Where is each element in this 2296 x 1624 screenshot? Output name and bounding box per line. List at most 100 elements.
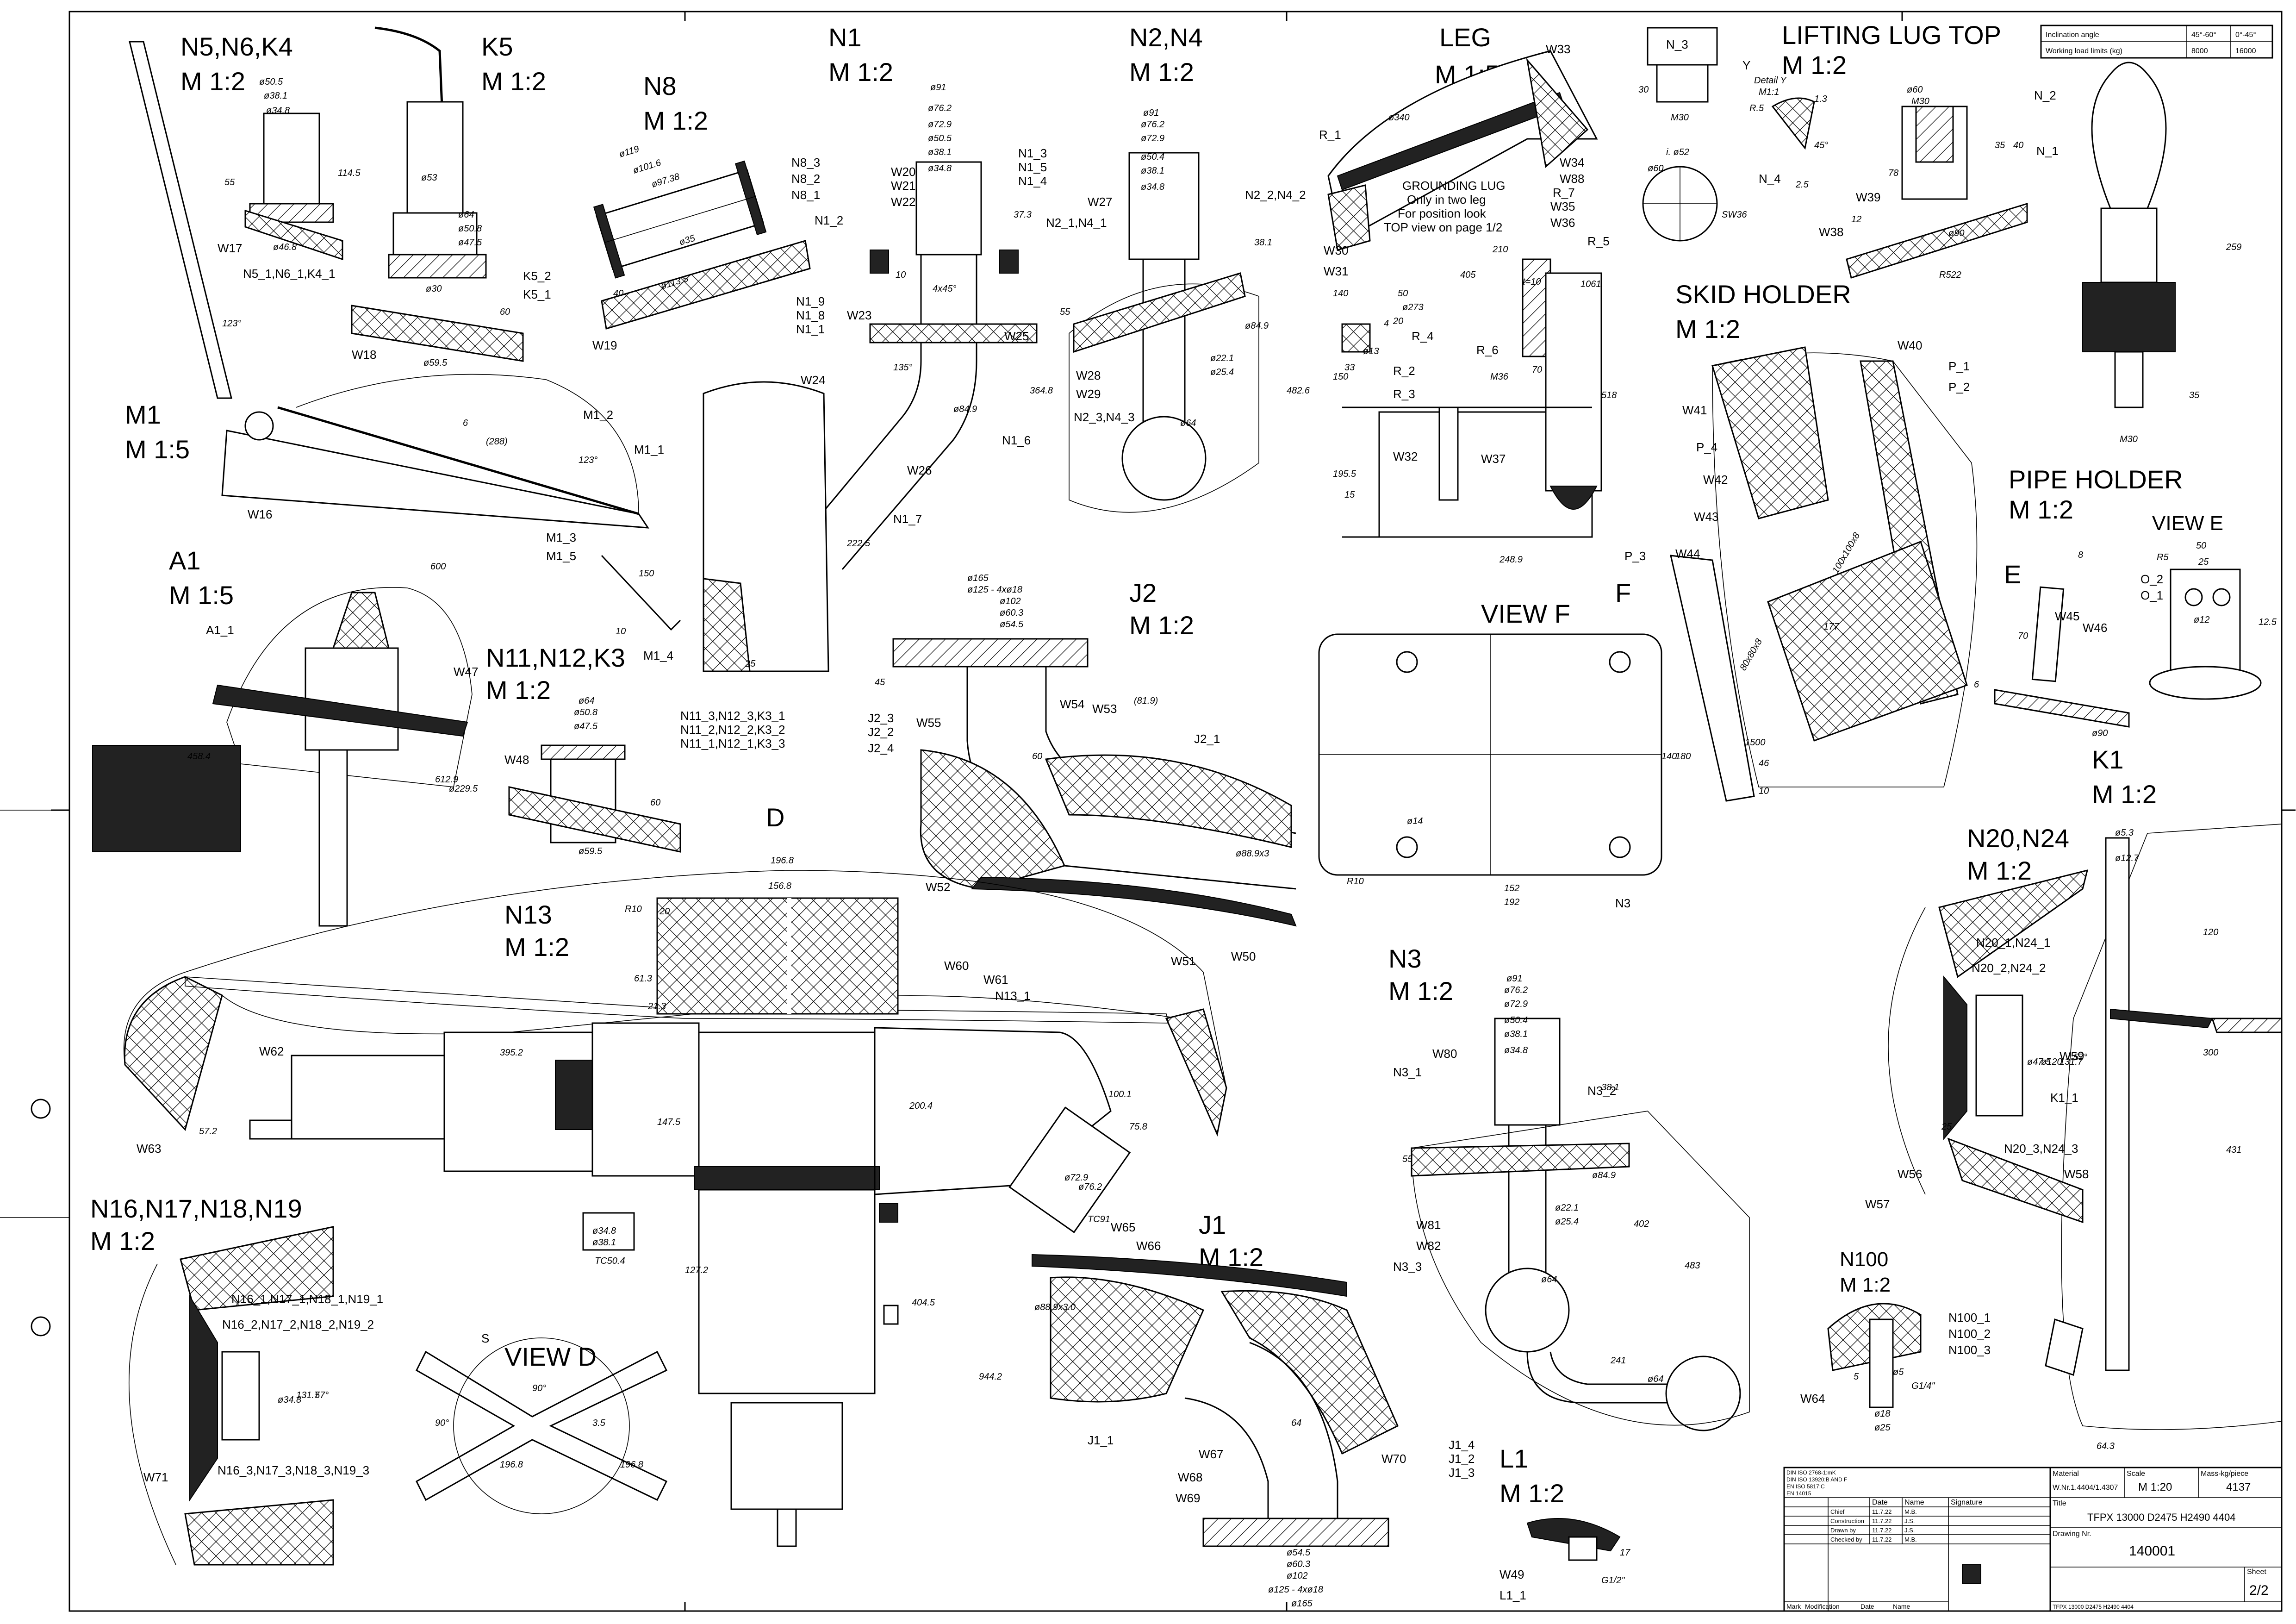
svg-text:ø102: ø102	[1000, 596, 1021, 606]
svg-text:For position look: For position look	[1398, 206, 1487, 220]
svg-text:ø125 - 4xø18: ø125 - 4xø18	[1268, 1585, 1323, 1595]
svg-text:N1_3: N1_3	[1018, 146, 1047, 160]
svg-text:ø50.5: ø50.5	[928, 133, 952, 144]
view-title: K5	[481, 32, 513, 61]
svg-text:200.4: 200.4	[909, 1101, 933, 1111]
svg-text:W60: W60	[944, 959, 969, 973]
svg-text:Date: Date	[1872, 1499, 1888, 1506]
svg-text:ø59.5: ø59.5	[579, 846, 603, 856]
svg-text:N_2: N_2	[2034, 88, 2056, 102]
svg-text:W64: W64	[1800, 1392, 1825, 1405]
svg-text:N8_2: N8_2	[791, 172, 820, 186]
svg-text:M1_5: M1_5	[546, 549, 576, 563]
svg-text:ø34.8: ø34.8	[1504, 1045, 1528, 1056]
svg-text:30: 30	[1638, 85, 1649, 95]
view-title: J1	[1199, 1210, 1226, 1239]
view-n1: N1 M 1:2 ø91 ø76.2 ø72.9 ø50.5 ø38.1 ø34…	[703, 23, 1053, 672]
view-scale: M 1:5	[125, 435, 190, 464]
svg-text:11.7.22: 11.7.22	[1872, 1518, 1892, 1524]
table-cell: 45°-60°	[2191, 31, 2216, 39]
svg-text:J1_1: J1_1	[1088, 1433, 1114, 1447]
svg-text:25: 25	[1941, 1122, 1952, 1132]
view-scale: M 1:2	[2092, 780, 2157, 809]
svg-text:R5: R5	[2157, 552, 2169, 562]
svg-text:458.4: 458.4	[187, 751, 211, 762]
svg-text:N11_3,N12_3,K3_1: N11_3,N12_3,K3_1	[680, 709, 785, 723]
view-title: N16,N17,N18,N19	[90, 1194, 302, 1223]
view-n5: N5,N6,K4 M 1:2 ø50.5 ø38.1 ø34.8 55 ø46.…	[180, 32, 343, 281]
svg-text:ø60.3: ø60.3	[1000, 608, 1023, 618]
svg-text:150: 150	[1333, 372, 1348, 382]
svg-text:K5_2: K5_2	[523, 269, 551, 283]
view-k1: K1 M 1:2 ø5.3 ø12.7 120 300 431 64.3 W59…	[2045, 745, 2283, 1451]
svg-text:W63: W63	[137, 1142, 161, 1156]
svg-text:SW36: SW36	[1722, 210, 1747, 220]
svg-text:J.S.: J.S.	[1904, 1518, 1915, 1524]
view-title: N8	[643, 71, 677, 100]
svg-text:ø76.2: ø76.2	[1504, 985, 1528, 995]
svg-text:210: 210	[1492, 244, 1508, 255]
svg-text:W69: W69	[1176, 1491, 1200, 1505]
view-scale: M 1:2	[1388, 976, 1453, 1006]
svg-text:F: F	[1615, 578, 1631, 607]
svg-text:W24: W24	[801, 373, 825, 387]
svg-text:222.5: 222.5	[846, 538, 871, 549]
view-nut: N_3 Y Detail Y M1:1 N_4 M30 30 R.5 45° 2…	[1638, 27, 1828, 242]
svg-text:Drawing Nr.: Drawing Nr.	[2053, 1530, 2091, 1538]
svg-text:ø64: ø64	[1180, 418, 1196, 428]
svg-text:177: 177	[1823, 622, 1839, 632]
svg-text:61.3: 61.3	[634, 974, 652, 984]
svg-text:N8_1: N8_1	[791, 188, 820, 202]
table-cell: 0°-45°	[2235, 31, 2256, 39]
svg-text:33: 33	[1344, 362, 1355, 373]
svg-text:944.2: 944.2	[979, 1372, 1002, 1382]
svg-text:ø84.9: ø84.9	[1592, 1170, 1616, 1181]
svg-text:57°: 57°	[2073, 1052, 2087, 1062]
svg-text:10: 10	[896, 270, 906, 280]
svg-text:ø102: ø102	[1287, 1571, 1308, 1581]
svg-text:12: 12	[1851, 214, 1861, 225]
svg-text:600: 600	[430, 562, 446, 572]
bolt-hole-icon	[1609, 836, 1631, 858]
svg-text:N8_3: N8_3	[791, 156, 820, 169]
view-title: N20,N24	[1967, 824, 2069, 853]
view-title: N11,N12,K3	[486, 643, 625, 672]
svg-text:W53: W53	[1092, 702, 1117, 716]
table-cell: 8000	[2191, 47, 2208, 55]
svg-text:ø72.9: ø72.9	[928, 119, 952, 130]
drawing-title: TFPX 13000 D2475 H2490 4404	[2087, 1512, 2235, 1523]
svg-text:Modification: Modification	[1805, 1603, 1840, 1610]
svg-text:M1_2: M1_2	[583, 408, 613, 422]
svg-text:123°: 123°	[222, 319, 241, 329]
svg-text:N100_2: N100_2	[1948, 1327, 1991, 1341]
svg-text:D: D	[766, 803, 784, 832]
svg-text:DIN ISO 2768-1:mK: DIN ISO 2768-1:mK	[1786, 1469, 1836, 1476]
svg-text:100.1: 100.1	[1108, 1089, 1132, 1099]
svg-text:W42: W42	[1703, 473, 1728, 487]
svg-text:W28: W28	[1076, 369, 1101, 382]
svg-text:ø165: ø165	[967, 573, 989, 583]
svg-text:M1:1: M1:1	[1759, 87, 1779, 97]
svg-text:K5_1: K5_1	[523, 287, 551, 301]
sheet-number: 2/2	[2249, 1583, 2269, 1598]
svg-text:ø340: ø340	[1388, 112, 1410, 123]
svg-text:Date: Date	[1860, 1603, 1874, 1610]
svg-text:404.5: 404.5	[912, 1298, 935, 1308]
svg-text:35: 35	[1995, 140, 2005, 150]
svg-text:N13_1: N13_1	[995, 989, 1031, 1003]
svg-text:ø60: ø60	[1648, 163, 1663, 174]
svg-text:W25: W25	[1004, 329, 1029, 343]
svg-text:ø97.38: ø97.38	[650, 172, 681, 190]
svg-text:P_4: P_4	[1696, 440, 1717, 454]
svg-text:70: 70	[1532, 365, 1542, 375]
svg-text:Signature: Signature	[1951, 1499, 1983, 1506]
svg-text:W39: W39	[1856, 190, 1880, 204]
scale-value: M 1:20	[2138, 1481, 2172, 1493]
svg-text:3.5: 3.5	[592, 1418, 606, 1428]
svg-text:11.7.22: 11.7.22	[1872, 1527, 1892, 1534]
svg-text:Mark: Mark	[1786, 1603, 1801, 1610]
svg-text:EN 14015: EN 14015	[1786, 1490, 1811, 1497]
svg-text:ø84.9: ø84.9	[1245, 321, 1269, 331]
svg-text:20: 20	[659, 906, 670, 917]
svg-text:N11_1,N12_1,K3_3: N11_1,N12_1,K3_3	[680, 737, 785, 750]
